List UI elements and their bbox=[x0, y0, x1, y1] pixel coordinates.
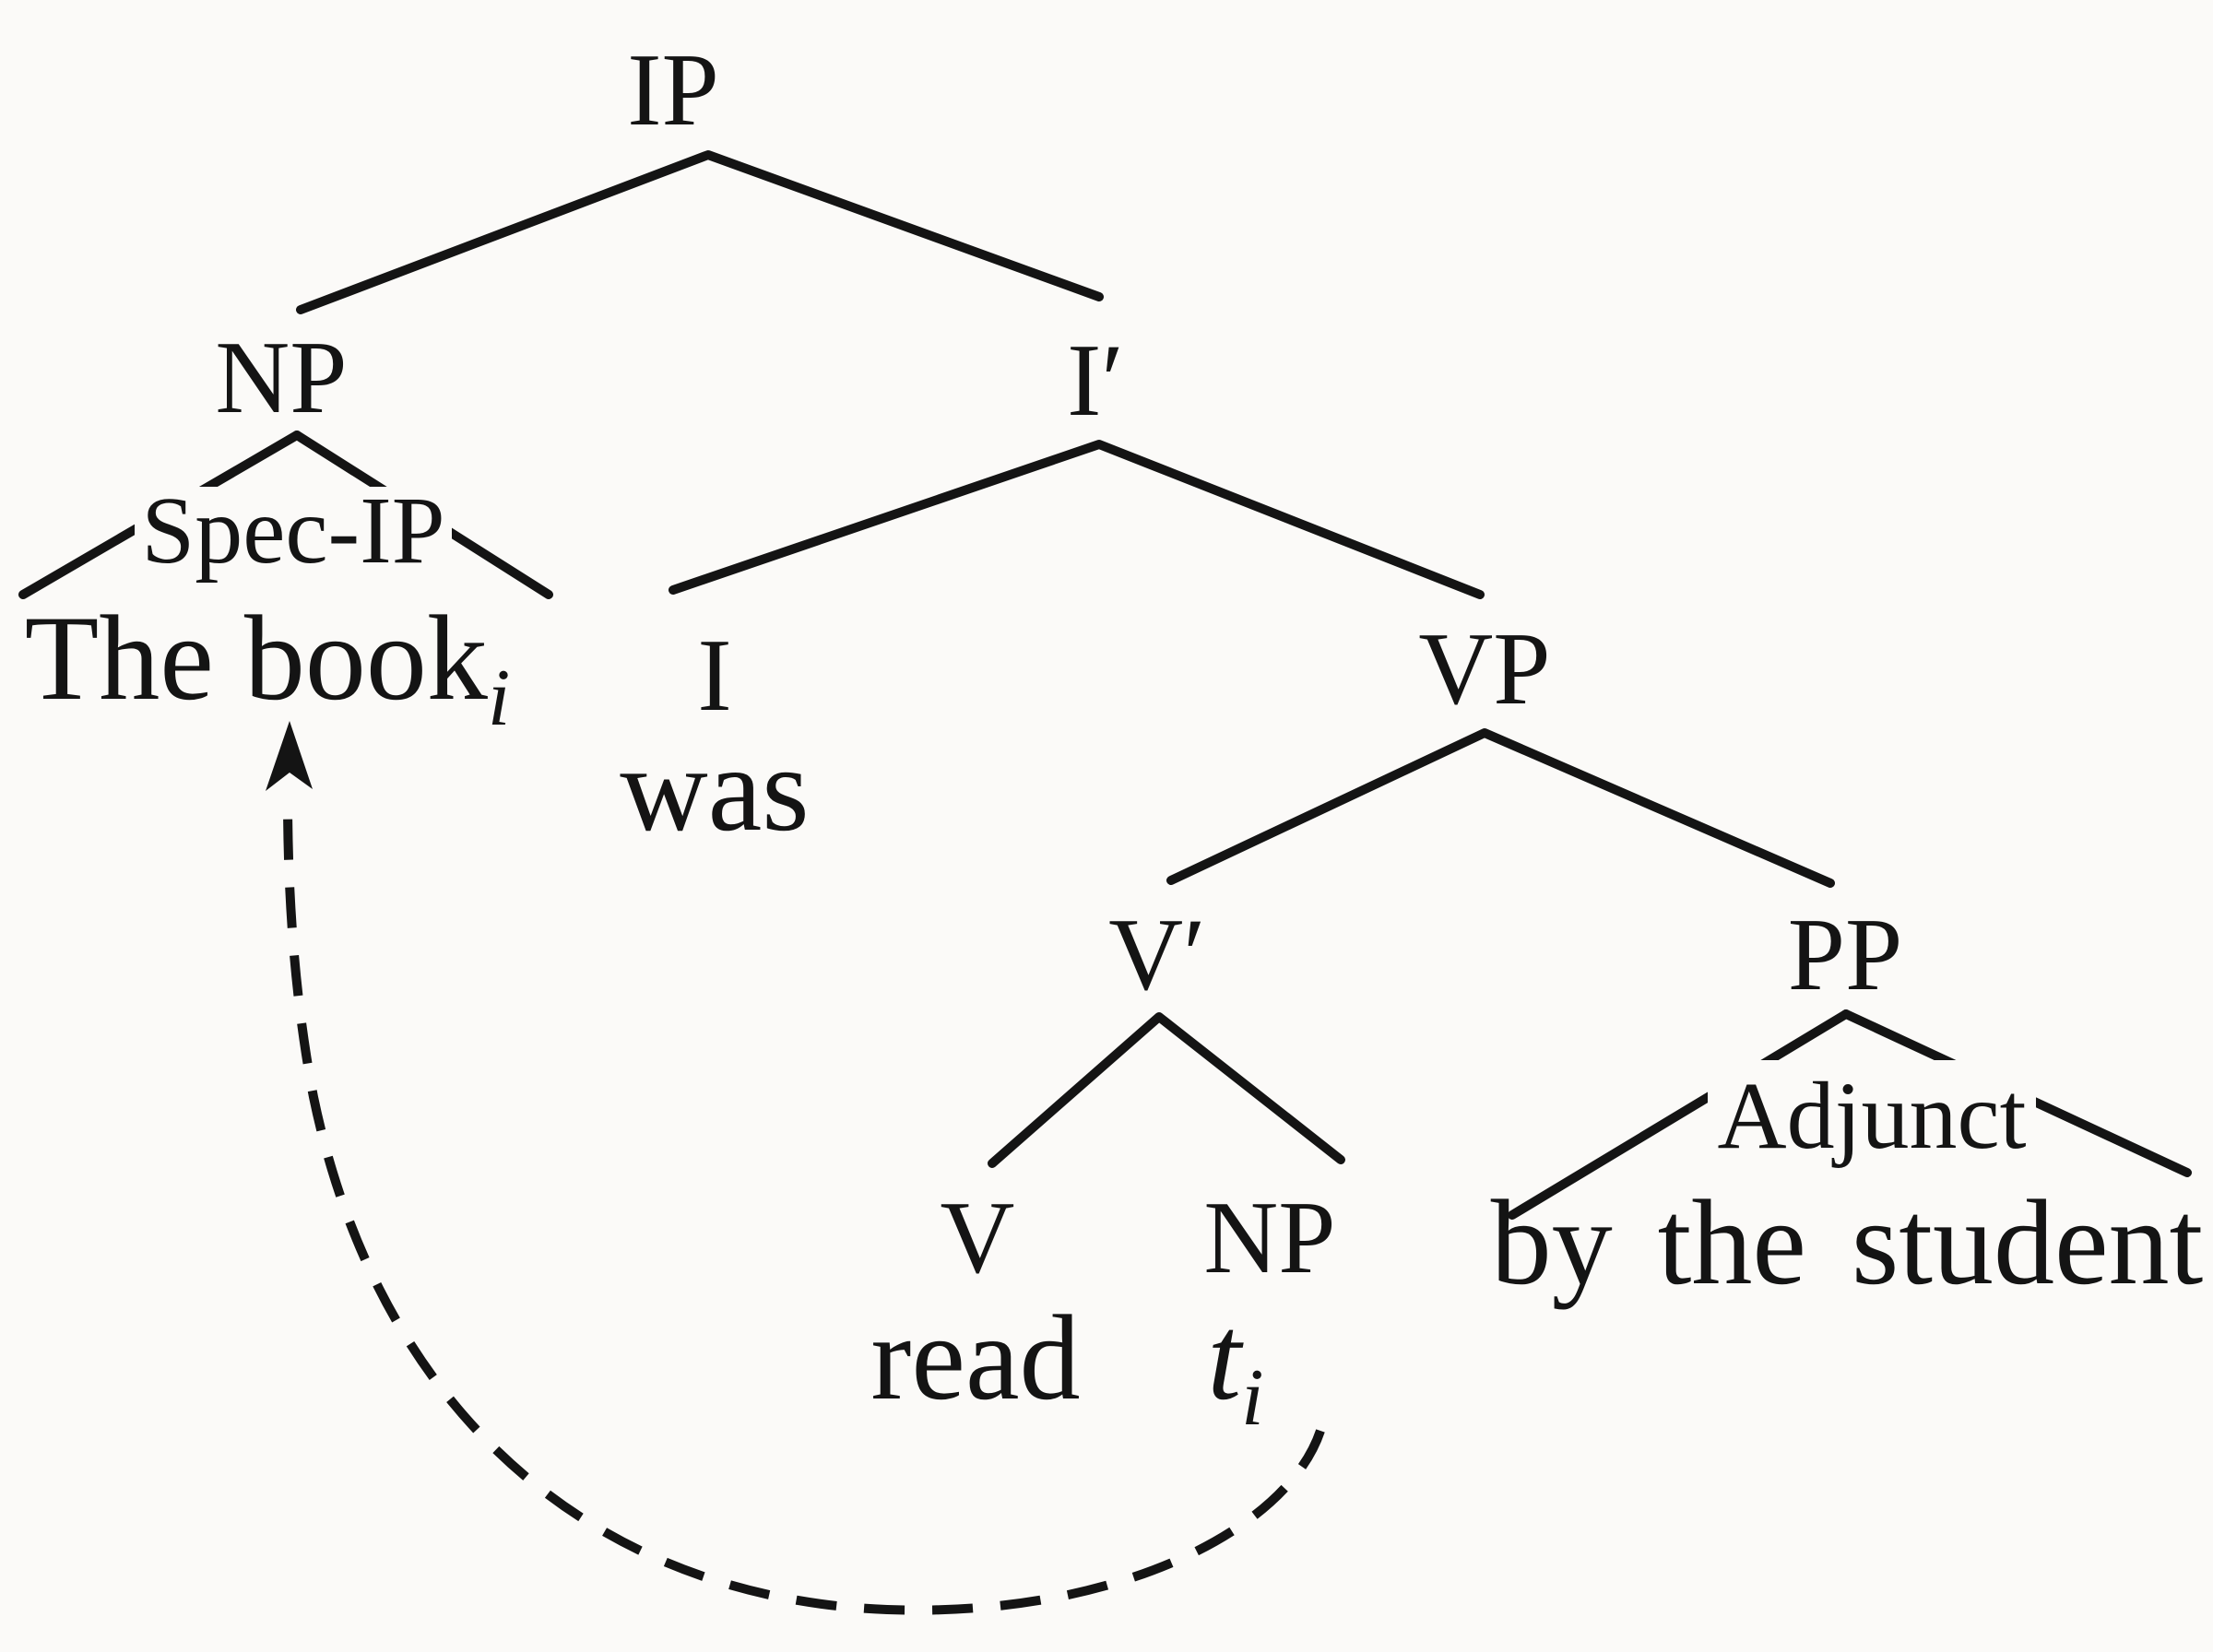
spec-ip-label-mask bbox=[135, 487, 452, 579]
node-vp: VP bbox=[1418, 612, 1550, 726]
movement-arrow-head-icon bbox=[266, 721, 313, 791]
node-i-head: I bbox=[697, 619, 731, 733]
node-pp: PP bbox=[1788, 898, 1903, 1012]
terminal-subject: The booki bbox=[25, 590, 511, 743]
terminal-verb: read bbox=[870, 1290, 1080, 1425]
node-spec-ip: Spec-IP bbox=[141, 478, 444, 584]
edge-ibar-branches bbox=[669, 440, 1485, 599]
movement-arrow-dashed-curve bbox=[283, 797, 1325, 1615]
edge-vp-branches bbox=[1166, 728, 1835, 888]
node-adjunct: Adjunct bbox=[1717, 1063, 2026, 1169]
edge-pp-triangle-left bbox=[1508, 1009, 1851, 1220]
terminal-subject-text: The book bbox=[25, 590, 488, 726]
adjunct-label-mask bbox=[1708, 1060, 2036, 1165]
node-np-subject: NP bbox=[215, 321, 347, 435]
terminal-trace: ti bbox=[1207, 1290, 1263, 1443]
node-ip: IP bbox=[627, 33, 719, 148]
terminal-subject-index: i bbox=[488, 654, 510, 743]
node-i-bar: I′ bbox=[1067, 324, 1124, 438]
edge-vbar-branches bbox=[988, 1012, 1345, 1168]
terminal-trace-text: t bbox=[1207, 1290, 1244, 1425]
terminal-aux: was bbox=[620, 721, 809, 856]
node-v-bar: V′ bbox=[1108, 898, 1205, 1012]
terminal-by-phrase: by the student bbox=[1491, 1174, 2204, 1310]
edge-ip-branches bbox=[296, 150, 1104, 314]
terminal-trace-index: i bbox=[1241, 1353, 1263, 1443]
node-v-head: V bbox=[941, 1181, 1015, 1295]
node-np-object: NP bbox=[1203, 1181, 1335, 1295]
